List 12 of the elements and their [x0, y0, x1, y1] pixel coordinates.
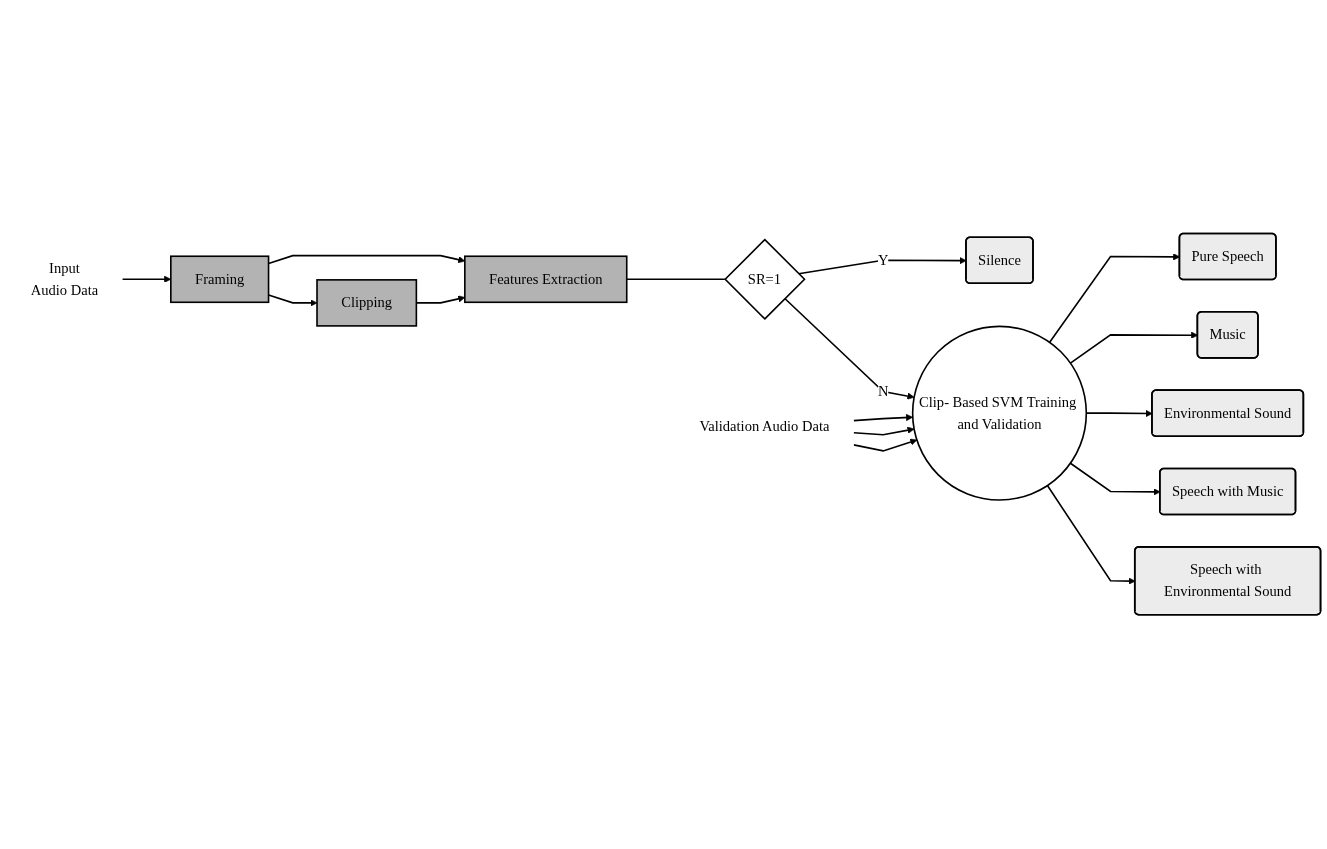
edge-label: Y	[877, 252, 889, 269]
node-text: Validation Audio Data	[699, 418, 830, 435]
node-box: Features Extraction	[464, 255, 628, 304]
arrow	[852, 439, 918, 453]
node-circle: Clip- Based SVM Training and Validation	[911, 325, 1088, 502]
arrow	[852, 427, 915, 436]
edge-label: N	[877, 383, 889, 400]
node-box: Framing	[170, 255, 270, 304]
node-diamond: SR=1	[724, 238, 806, 321]
arrow	[784, 298, 915, 401]
node-box: Clipping	[316, 279, 418, 328]
node-text: Input Audio Data	[30, 260, 99, 299]
